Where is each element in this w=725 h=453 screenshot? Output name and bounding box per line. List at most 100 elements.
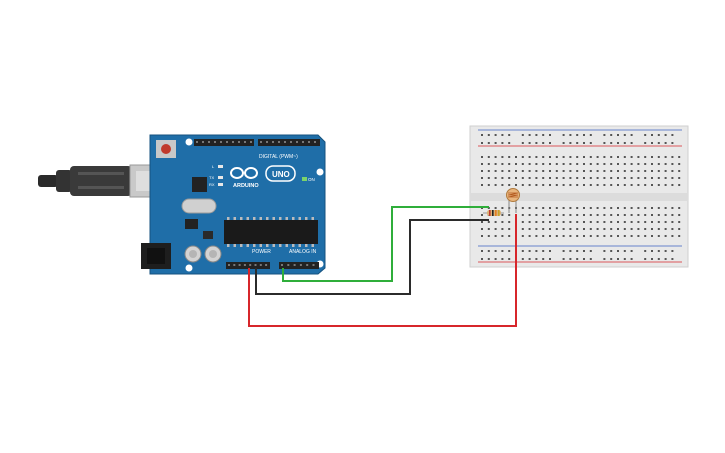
breadboard-hole[interactable]: [521, 184, 524, 186]
breadboard-hole[interactable]: [555, 170, 558, 172]
breadboard-hole[interactable]: [651, 177, 653, 179]
breadboard-hole[interactable]: [596, 170, 599, 172]
breadboard-hole[interactable]: [603, 170, 606, 172]
breadboard-hole[interactable]: [644, 228, 647, 230]
breadboard-hole[interactable]: [678, 221, 681, 223]
breadboard-hole[interactable]: [535, 177, 538, 179]
breadboard-hole[interactable]: [562, 228, 565, 230]
breadboard-hole[interactable]: [637, 235, 640, 237]
breadboard-hole[interactable]: [535, 221, 538, 223]
breadboard-hole[interactable]: [508, 142, 511, 144]
breadboard-hole[interactable]: [603, 207, 606, 209]
breadboard-hole[interactable]: [644, 170, 647, 172]
breadboard-hole[interactable]: [630, 214, 633, 216]
breadboard-hole[interactable]: [630, 207, 633, 209]
breadboard-hole[interactable]: [481, 163, 483, 165]
breadboard-hole[interactable]: [542, 207, 545, 209]
breadboard-hole[interactable]: [487, 250, 490, 252]
breadboard-hole[interactable]: [555, 177, 558, 179]
breadboard-hole[interactable]: [657, 250, 660, 252]
breadboard-hole[interactable]: [528, 184, 531, 186]
breadboard-hole[interactable]: [664, 207, 667, 209]
breadboard-hole[interactable]: [528, 258, 531, 260]
breadboard-hole[interactable]: [562, 142, 565, 144]
breadboard-hole[interactable]: [508, 250, 511, 252]
breadboard-hole[interactable]: [549, 250, 551, 252]
breadboard-hole[interactable]: [481, 156, 483, 158]
breadboard-hole[interactable]: [583, 228, 585, 230]
breadboard-hole[interactable]: [610, 170, 613, 172]
breadboard-hole[interactable]: [617, 214, 619, 216]
breadboard-hole[interactable]: [637, 177, 640, 179]
breadboard-hole[interactable]: [487, 134, 490, 136]
breadboard-hole[interactable]: [657, 142, 660, 144]
breadboard-hole[interactable]: [549, 228, 551, 230]
breadboard-hole[interactable]: [569, 228, 572, 230]
breadboard-hole[interactable]: [528, 221, 531, 223]
breadboard-hole[interactable]: [542, 163, 545, 165]
breadboard-hole[interactable]: [508, 134, 511, 136]
breadboard-hole[interactable]: [542, 156, 545, 158]
breadboard-hole[interactable]: [501, 221, 504, 223]
breadboard-hole[interactable]: [651, 221, 653, 223]
breadboard-hole[interactable]: [678, 177, 681, 179]
breadboard-hole[interactable]: [610, 156, 613, 158]
breadboard-hole[interactable]: [664, 163, 667, 165]
breadboard-hole[interactable]: [542, 142, 545, 144]
breadboard-hole[interactable]: [637, 163, 640, 165]
breadboard-hole[interactable]: [644, 134, 647, 136]
breadboard-hole[interactable]: [501, 163, 504, 165]
breadboard-hole[interactable]: [515, 184, 517, 186]
breadboard-hole[interactable]: [596, 163, 599, 165]
breadboard-hole[interactable]: [603, 235, 606, 237]
breadboard-hole[interactable]: [562, 250, 565, 252]
wire-red[interactable]: [248, 214, 517, 327]
breadboard-hole[interactable]: [589, 134, 592, 136]
breadboard-hole[interactable]: [549, 258, 551, 260]
breadboard-hole[interactable]: [671, 142, 674, 144]
breadboard-hole[interactable]: [610, 142, 613, 144]
breadboard-hole[interactable]: [610, 214, 613, 216]
breadboard-hole[interactable]: [549, 142, 551, 144]
breadboard-hole[interactable]: [664, 214, 667, 216]
breadboard-hole[interactable]: [589, 142, 592, 144]
breadboard-hole[interactable]: [549, 235, 551, 237]
breadboard-hole[interactable]: [651, 184, 653, 186]
breadboard-hole[interactable]: [508, 235, 511, 237]
breadboard-hole[interactable]: [637, 221, 640, 223]
breadboard-hole[interactable]: [562, 170, 565, 172]
breadboard-hole[interactable]: [481, 134, 483, 136]
breadboard-hole[interactable]: [596, 184, 599, 186]
breadboard-hole[interactable]: [481, 221, 483, 223]
breadboard-hole[interactable]: [555, 235, 558, 237]
breadboard-hole[interactable]: [542, 221, 545, 223]
photoresistor-icon[interactable]: [506, 188, 520, 214]
breadboard-hole[interactable]: [657, 163, 660, 165]
breadboard-hole[interactable]: [528, 156, 531, 158]
breadboard-hole[interactable]: [501, 170, 504, 172]
breadboard-hole[interactable]: [562, 184, 565, 186]
breadboard-hole[interactable]: [610, 221, 613, 223]
breadboard-hole[interactable]: [589, 250, 592, 252]
digital-header[interactable]: [194, 139, 320, 146]
breadboard-hole[interactable]: [637, 214, 640, 216]
breadboard-hole[interactable]: [528, 170, 531, 172]
breadboard-hole[interactable]: [555, 214, 558, 216]
breadboard-hole[interactable]: [623, 221, 626, 223]
breadboard-hole[interactable]: [617, 250, 619, 252]
breadboard-hole[interactable]: [617, 156, 619, 158]
breadboard-hole[interactable]: [501, 156, 504, 158]
breadboard-hole[interactable]: [651, 250, 653, 252]
breadboard-hole[interactable]: [603, 250, 606, 252]
breadboard-hole[interactable]: [576, 170, 579, 172]
breadboard-hole[interactable]: [508, 214, 511, 216]
breadboard-hole[interactable]: [562, 163, 565, 165]
breadboard-hole[interactable]: [487, 163, 490, 165]
breadboard-hole[interactable]: [549, 221, 551, 223]
breadboard-hole[interactable]: [576, 156, 579, 158]
breadboard-hole[interactable]: [630, 177, 633, 179]
breadboard-hole[interactable]: [623, 170, 626, 172]
breadboard-hole[interactable]: [508, 170, 511, 172]
breadboard-hole[interactable]: [521, 214, 524, 216]
breadboard-hole[interactable]: [535, 207, 538, 209]
